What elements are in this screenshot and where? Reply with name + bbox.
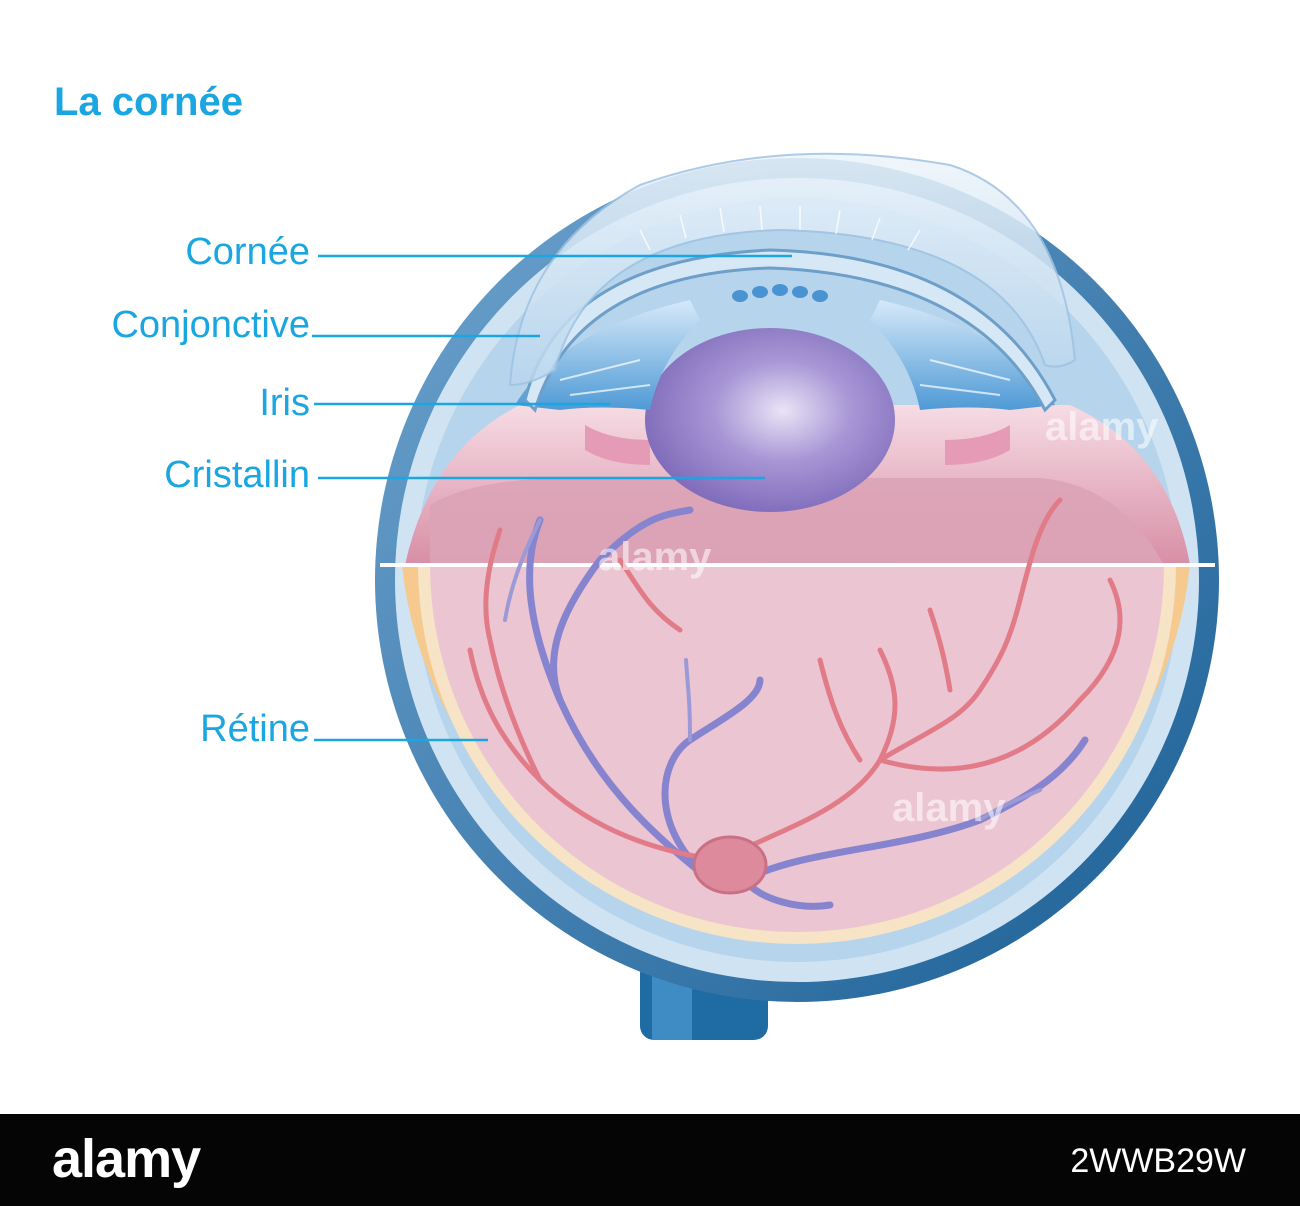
watermark: alamy <box>1045 405 1159 449</box>
lens <box>645 328 895 512</box>
label-cristallin: Cristallin <box>164 454 310 496</box>
footer-logo: alamy <box>52 1129 201 1189</box>
diagram-area: La cornée Cornée Conjonctive Iris Crista… <box>54 80 1219 1040</box>
label-conjonctive: Conjonctive <box>111 304 310 346</box>
eye-cross-section <box>312 152 1219 1040</box>
conjunctiva-fibers <box>639 205 921 251</box>
iris-left <box>515 300 700 410</box>
retina-fill <box>430 565 1164 932</box>
arteries <box>467 497 1123 863</box>
footer-bar: alamy 2WWB29W <box>0 1114 1300 1206</box>
footer-image-code: 2WWB29W <box>1070 1142 1246 1180</box>
label-iris: Iris <box>259 382 310 424</box>
cornea <box>523 248 1057 413</box>
leader-lines <box>312 254 792 742</box>
veins-thin <box>503 518 1042 822</box>
diagram-title: La cornée <box>54 80 243 124</box>
watermark: alamy <box>598 535 712 579</box>
optic-disc <box>692 835 768 895</box>
label-retine: Rétine <box>200 708 310 750</box>
iris-striations <box>559 359 1011 396</box>
pupil-edge-dots <box>732 284 828 302</box>
label-cornee: Cornée <box>185 231 310 273</box>
ciliary-left <box>585 425 650 465</box>
iris-right <box>870 300 1055 410</box>
conjunctiva <box>508 152 1077 387</box>
watermark: alamy <box>892 786 1006 830</box>
ciliary-right <box>945 425 1010 465</box>
